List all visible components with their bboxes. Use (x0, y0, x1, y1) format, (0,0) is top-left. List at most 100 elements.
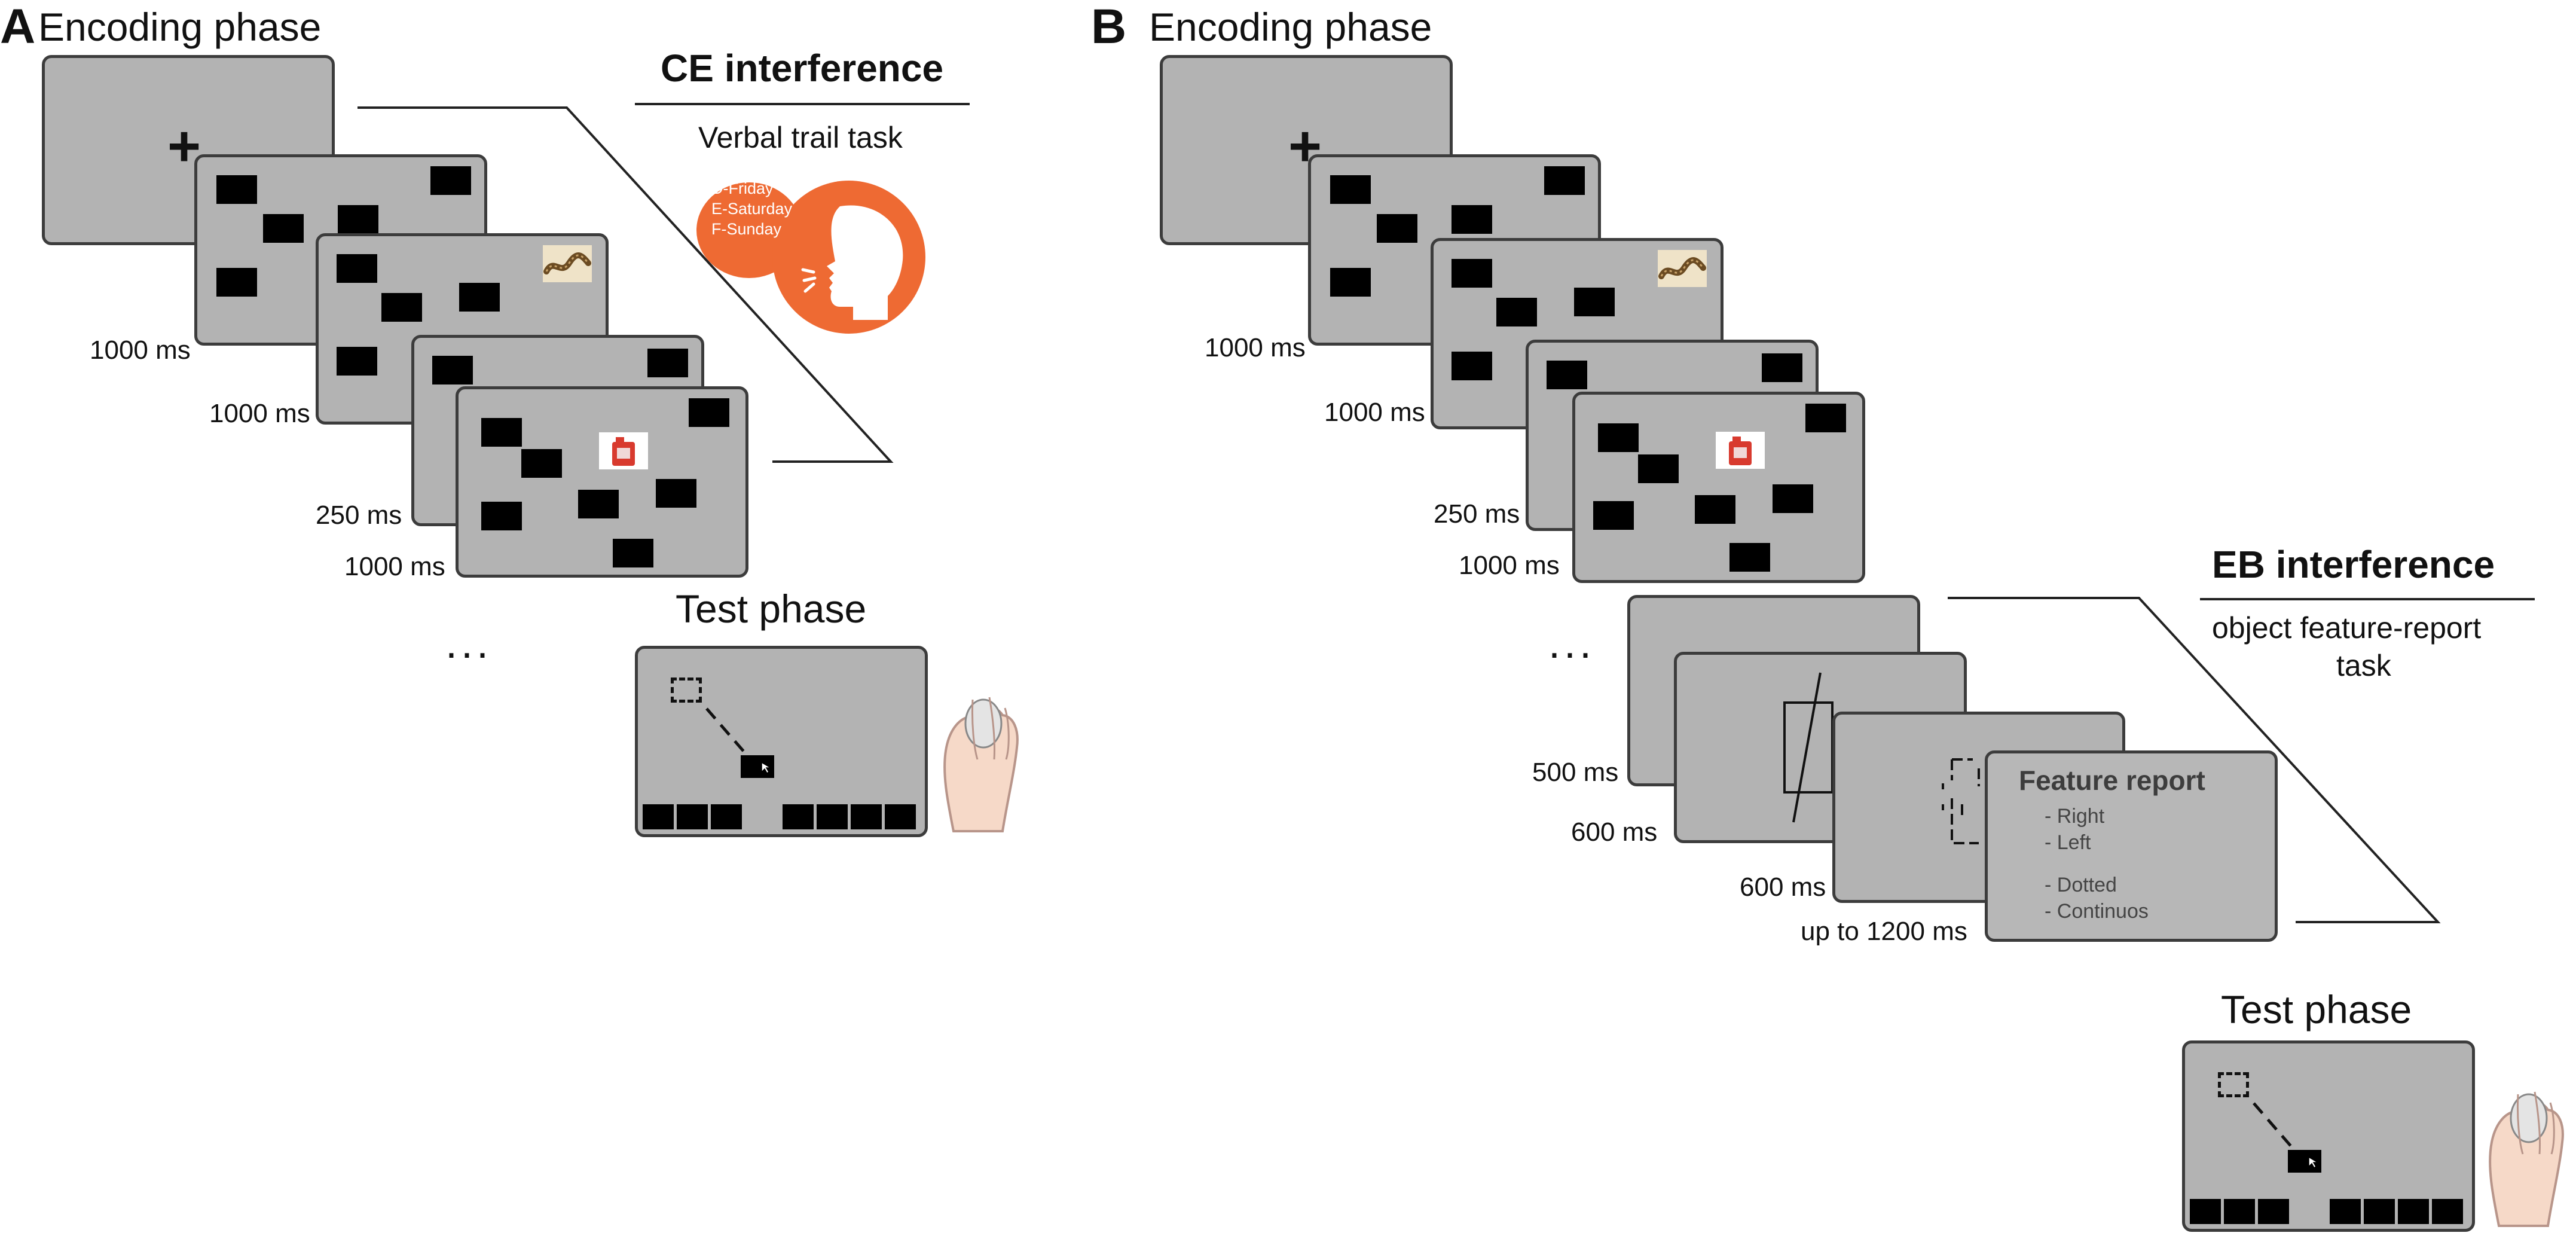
snake-object-icon (1658, 250, 1707, 287)
panel-b-encoding-title: Encoding phase (1149, 5, 1432, 49)
placeholder-box (1773, 484, 1813, 513)
placeholder-box (1544, 166, 1585, 195)
duration-label: up to 1200 ms (1801, 917, 1967, 946)
placeholder-box (381, 293, 422, 322)
hand-mouse-icon (2481, 1076, 2571, 1232)
response-slot (2258, 1199, 2289, 1224)
encoding-screen-4 (456, 386, 748, 578)
placeholder-box (613, 539, 653, 567)
placeholder-box (338, 205, 378, 234)
ellipsis: ... (445, 620, 493, 667)
duration-label: 1000 ms (1324, 398, 1425, 427)
feature-report-task-label: task (2336, 649, 2391, 682)
feature-option-dotted[interactable]: - Dotted (2045, 874, 2117, 896)
ce-interference-title: CE interference (661, 47, 944, 90)
gas-can-object-icon (599, 432, 648, 469)
placeholder-box (1377, 214, 1417, 243)
duration-label: 1000 ms (90, 335, 191, 365)
target-location-dashed-box (2218, 1072, 2249, 1097)
response-slot (2364, 1199, 2395, 1224)
panel-a-test-title: Test phase (676, 587, 867, 631)
speech-line: F-Sunday (711, 220, 782, 238)
hand-mouse-icon (936, 682, 1025, 837)
cursor-arrow-icon (760, 761, 774, 774)
placeholder-box (1805, 404, 1846, 432)
snake-object-icon (543, 245, 592, 282)
placeholder-box (263, 214, 304, 243)
placeholder-box (1638, 454, 1679, 483)
response-slot (2190, 1199, 2221, 1224)
placeholder-box (656, 479, 696, 508)
speech-line: E-Saturday (711, 200, 793, 218)
panel-b-letter: B (1091, 0, 1127, 54)
gas-can-object-icon (1716, 432, 1765, 469)
response-slot (885, 804, 916, 829)
test-screen-b (2182, 1040, 2475, 1232)
placeholder-box (1547, 361, 1587, 389)
verbal-trail-task-label: Verbal trail task (698, 121, 903, 154)
placeholder-box (1330, 268, 1371, 297)
placeholder-box (1593, 501, 1634, 530)
fixation-screen: + (1160, 55, 1453, 245)
ce-callout-line (357, 106, 894, 463)
speaking-head-icon (696, 170, 948, 338)
placeholder-box (1574, 288, 1615, 316)
placeholder-box (1729, 543, 1770, 572)
placeholder-box (647, 349, 688, 377)
placeholder-box (1452, 205, 1492, 234)
placeholder-box (432, 356, 473, 384)
placeholder-box (689, 398, 729, 427)
response-slot (2432, 1199, 2463, 1224)
duration-label: 1000 ms (209, 399, 310, 428)
duration-label: 500 ms (1532, 758, 1619, 787)
duration-label: 1000 ms (1205, 333, 1306, 362)
feature-option-right[interactable]: - Right (2045, 805, 2105, 828)
divider (635, 103, 970, 105)
placeholder-box (1330, 175, 1371, 204)
response-slot (783, 804, 814, 829)
speech-line: D-Friday (711, 179, 774, 197)
divider (2200, 598, 2535, 600)
placeholder-box (337, 347, 377, 376)
placeholder-box (1496, 298, 1537, 326)
placeholder-box (459, 283, 500, 312)
feature-report-task-label: object feature-report (2212, 611, 2482, 645)
feature-report-title: Feature report (2019, 765, 2205, 796)
placeholder-box (216, 175, 257, 204)
response-slot (711, 804, 742, 829)
duration-label: 1000 ms (1459, 551, 1560, 580)
eb-callout-line (1948, 597, 2441, 923)
placeholder-box (481, 502, 522, 530)
placeholder-box (216, 268, 257, 297)
panel-b-test-title: Test phase (2221, 987, 2412, 1032)
response-slot (851, 804, 882, 829)
placeholder-box (521, 449, 562, 478)
test-screen-a (635, 646, 928, 837)
feature-option-continuous[interactable]: - Continuos (2045, 900, 2149, 923)
response-slot (677, 804, 708, 829)
placeholder-box (430, 166, 471, 195)
duration-label: 1000 ms (344, 552, 445, 581)
encoding-screen-4 (1572, 392, 1865, 583)
response-slot (2330, 1199, 2361, 1224)
placeholder-box (578, 490, 619, 518)
panel-a-letter: A (0, 0, 36, 54)
placeholder-box (1598, 423, 1639, 452)
feature-report-screen: Feature report - Right - Left - Dotted -… (1985, 750, 2278, 942)
placeholder-box (1695, 495, 1735, 524)
duration-label: 600 ms (1571, 817, 1658, 847)
placeholder-box (1452, 259, 1492, 288)
duration-label: 600 ms (1740, 872, 1826, 902)
response-slot (2224, 1199, 2255, 1224)
response-slot (643, 804, 674, 829)
duration-label: 250 ms (1434, 499, 1520, 529)
target-location-dashed-box (671, 678, 702, 703)
duration-label: 250 ms (316, 501, 402, 530)
eb-interference-title: EB interference (2212, 543, 2495, 586)
placeholder-box (337, 254, 377, 283)
ellipsis: ... (1548, 620, 1596, 667)
panel-a-encoding-title: Encoding phase (38, 5, 322, 49)
feature-option-left[interactable]: - Left (2045, 831, 2091, 854)
response-slot (817, 804, 848, 829)
